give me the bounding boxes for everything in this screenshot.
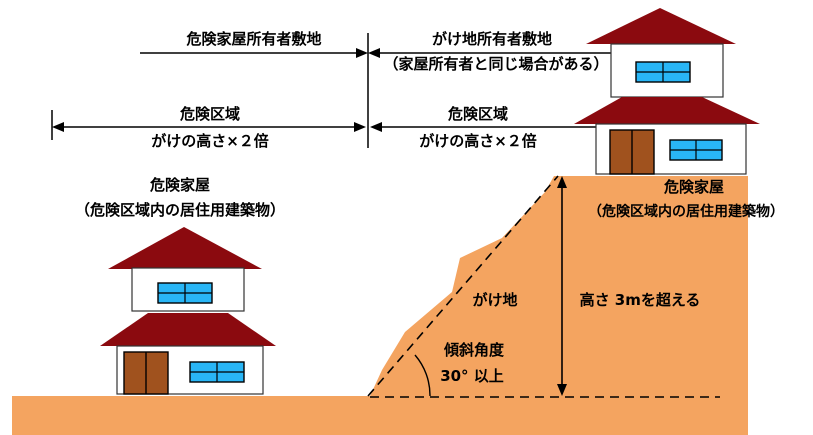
upper-roof	[586, 8, 736, 44]
danger-house-right	[574, 8, 760, 175]
height-rule-label: 高さ 3mを超える	[580, 291, 701, 309]
lower-roof	[574, 97, 760, 124]
danger-house-left	[100, 227, 276, 395]
danger-zone-right-formula: がけの高さ×２倍	[419, 132, 537, 150]
danger-zone-right-arrowhead-l	[370, 122, 382, 132]
owner-house-land-label: 危険家屋所有者敷地	[186, 30, 321, 48]
cliff-owner-land-label: がけ地所有者敷地	[432, 30, 552, 48]
height-arrowhead-top	[557, 176, 567, 188]
danger-house-right-label: 危険家屋	[664, 178, 724, 196]
owner-land-arrowhead	[356, 48, 368, 58]
danger-house-right-note: （危険区域内の居住用建築物）	[588, 203, 784, 220]
danger-zone-left-label: 危険区域	[180, 105, 240, 123]
angle-arc	[414, 354, 431, 397]
slope-value-label: 30° 以上	[440, 367, 504, 385]
cliff-owner-note-label: （家屋所有者と同じ場合がある）	[383, 55, 608, 73]
upper-roof	[108, 227, 262, 269]
ground	[12, 176, 748, 435]
danger-zone-right-label: 危険区域	[448, 105, 508, 123]
cliff-label: がけ地	[472, 291, 517, 309]
slope-angle-line	[367, 175, 559, 397]
slope-angle-label: 傾斜角度	[443, 341, 505, 359]
danger-house-left-label: 危険家屋	[150, 176, 210, 194]
danger-zone-left-arrowhead-r	[354, 122, 366, 132]
cliff-land-arrowhead	[368, 48, 380, 58]
height-arrowhead-bottom	[557, 384, 567, 396]
lower-roof	[100, 313, 276, 346]
danger-zone-left-formula: がけの高さ×２倍	[151, 132, 269, 150]
danger-house-left-note: （危険区域内の居住用建築物）	[75, 201, 285, 219]
danger-zone-left-arrowhead-l	[52, 122, 64, 132]
